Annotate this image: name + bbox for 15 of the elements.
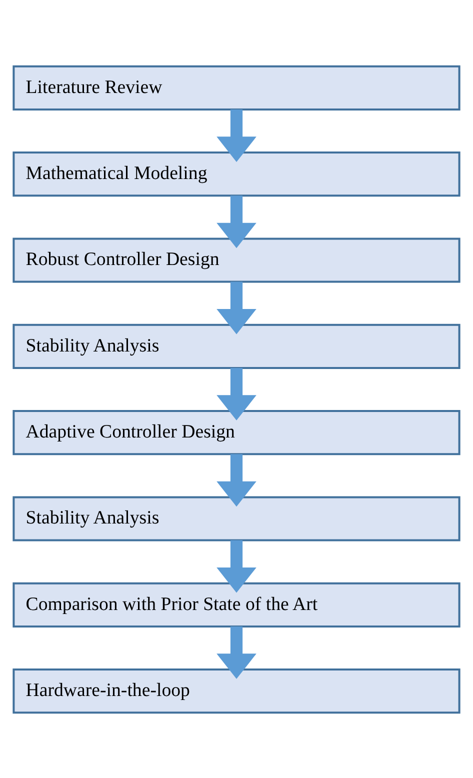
arrow [216, 540, 256, 592]
node-box: Stability Analysis [12, 323, 460, 368]
arrow [216, 281, 256, 334]
node-box: Hardware-in-the-loop [12, 668, 460, 714]
arrow [216, 195, 256, 248]
node-box: Mathematical Modeling [12, 151, 460, 196]
arrow [216, 454, 256, 506]
node-box: Adaptive Controller Design [12, 410, 460, 455]
node-box: Stability Analysis [12, 496, 460, 541]
node-box: Literature Review [12, 64, 460, 110]
arrow [216, 626, 256, 678]
node-box: Robust Controller Design [12, 237, 460, 282]
node-box: Comparison with Prior State of the Art [12, 582, 460, 627]
arrow [216, 108, 256, 162]
arrow [216, 367, 256, 420]
